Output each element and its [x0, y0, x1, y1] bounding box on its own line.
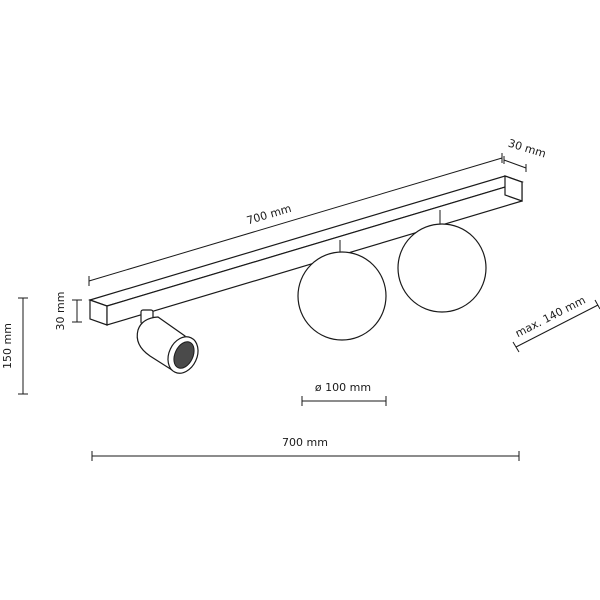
dim-globe-diameter-label: ø 100 mm [315, 381, 371, 394]
rail [88, 175, 524, 326]
spotlight [136, 309, 199, 374]
dim-rail-depth: 30 mm [503, 137, 548, 172]
dim-max-projection-label: max. 140 mm [513, 294, 587, 340]
dim-bottom-length-label: 700 mm [282, 436, 328, 449]
dim-rail-height: 30 mm [54, 292, 82, 331]
dim-bottom-length: 700 mm [91, 436, 520, 461]
spotlight-lens-inner [173, 341, 195, 369]
dim-total-height-label: 150 mm [1, 323, 14, 369]
dim-max-projection: max. 140 mm [512, 294, 600, 353]
rail-end-cap [504, 175, 523, 202]
dim-rail-depth-label: 30 mm [507, 137, 548, 161]
globe-right [397, 223, 487, 313]
dim-total-height: 150 mm [1, 297, 28, 395]
dim-rail-height-label: 30 mm [54, 292, 67, 331]
dim-globe-diameter: ø 100 mm [301, 381, 387, 406]
globe-left [297, 251, 387, 341]
dim-top-length-label: 700 mm [245, 202, 293, 228]
